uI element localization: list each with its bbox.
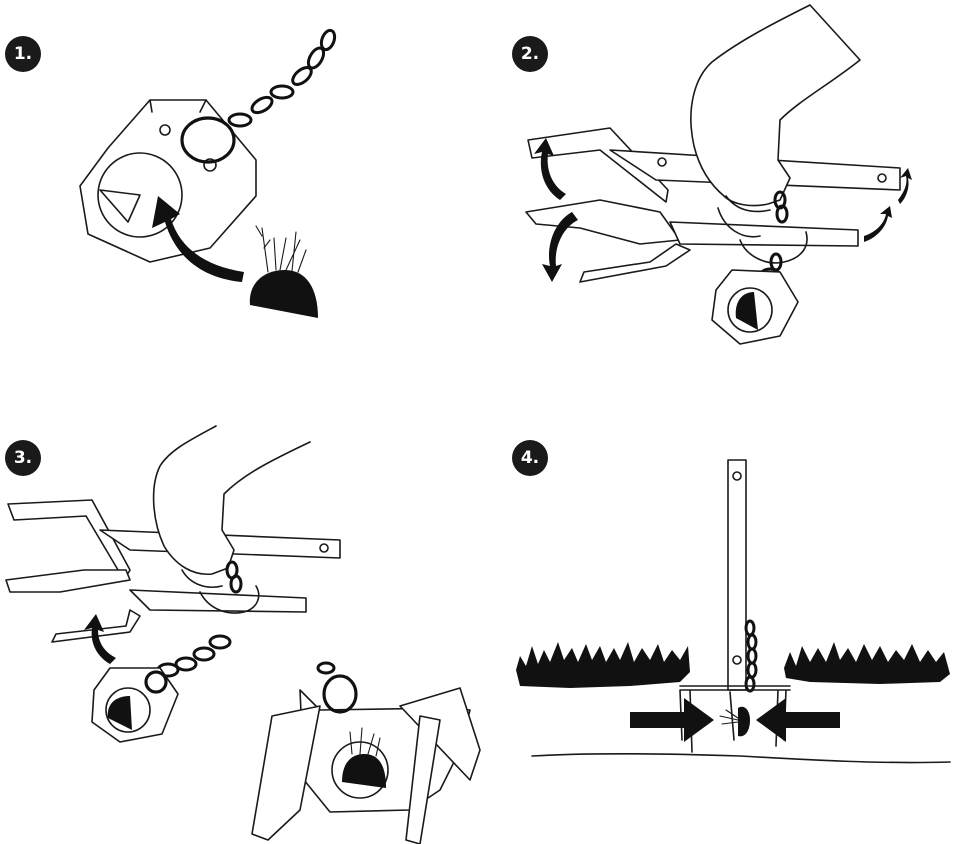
step-1-illustration xyxy=(79,28,337,318)
release-arrow-icon xyxy=(84,614,116,664)
step-4-badge: 4. xyxy=(512,440,548,476)
step-1-badge: 1. xyxy=(5,36,41,72)
step-1-panel: 1. xyxy=(0,0,480,420)
step-1-number: 1. xyxy=(13,44,33,64)
chain-icon xyxy=(227,28,337,128)
step-2-panel: 2. xyxy=(480,0,964,420)
step-3-badge: 3. xyxy=(5,440,41,476)
step-2-number: 2. xyxy=(520,44,540,64)
right-squeeze-arrow-icon xyxy=(756,698,840,742)
up-arrow-icon xyxy=(534,138,566,200)
step-4-panel: 4. xyxy=(480,420,964,844)
weed-root-ball-icon xyxy=(249,270,318,318)
step-2-illustration xyxy=(525,4,912,345)
lower-handle-icon xyxy=(669,221,859,247)
lower-handle-icon xyxy=(129,589,307,613)
chain-icon xyxy=(744,619,758,693)
step-4-number: 4. xyxy=(520,448,540,468)
hand-icon xyxy=(690,4,861,207)
grass-left-icon xyxy=(516,642,690,688)
step-3-number: 3. xyxy=(13,448,33,468)
upper-claw-icon xyxy=(527,127,669,203)
step-2-badge: 2. xyxy=(512,36,548,72)
hand-icon xyxy=(152,425,311,575)
left-squeeze-arrow-icon xyxy=(630,698,714,742)
right-down-arrow-icon xyxy=(864,206,892,242)
soil-line-icon xyxy=(531,752,951,764)
grass-right-icon xyxy=(784,642,950,684)
chain-ring-icon xyxy=(180,116,236,164)
weed-root-ball-icon xyxy=(738,706,750,737)
curved-arrow-icon xyxy=(152,196,244,282)
step-3-illustration xyxy=(5,425,481,844)
weed-root-ball-icon xyxy=(342,754,386,788)
right-up-arrow-icon xyxy=(898,168,912,204)
down-arrow-icon xyxy=(542,212,578,282)
weed-stems-icon xyxy=(255,225,307,273)
step-4-illustration xyxy=(516,459,951,764)
lower-claw-icon xyxy=(525,199,681,245)
upper-claw-icon xyxy=(7,499,131,581)
step-3-panel: 3. xyxy=(0,420,481,844)
chain-icon xyxy=(156,560,243,678)
